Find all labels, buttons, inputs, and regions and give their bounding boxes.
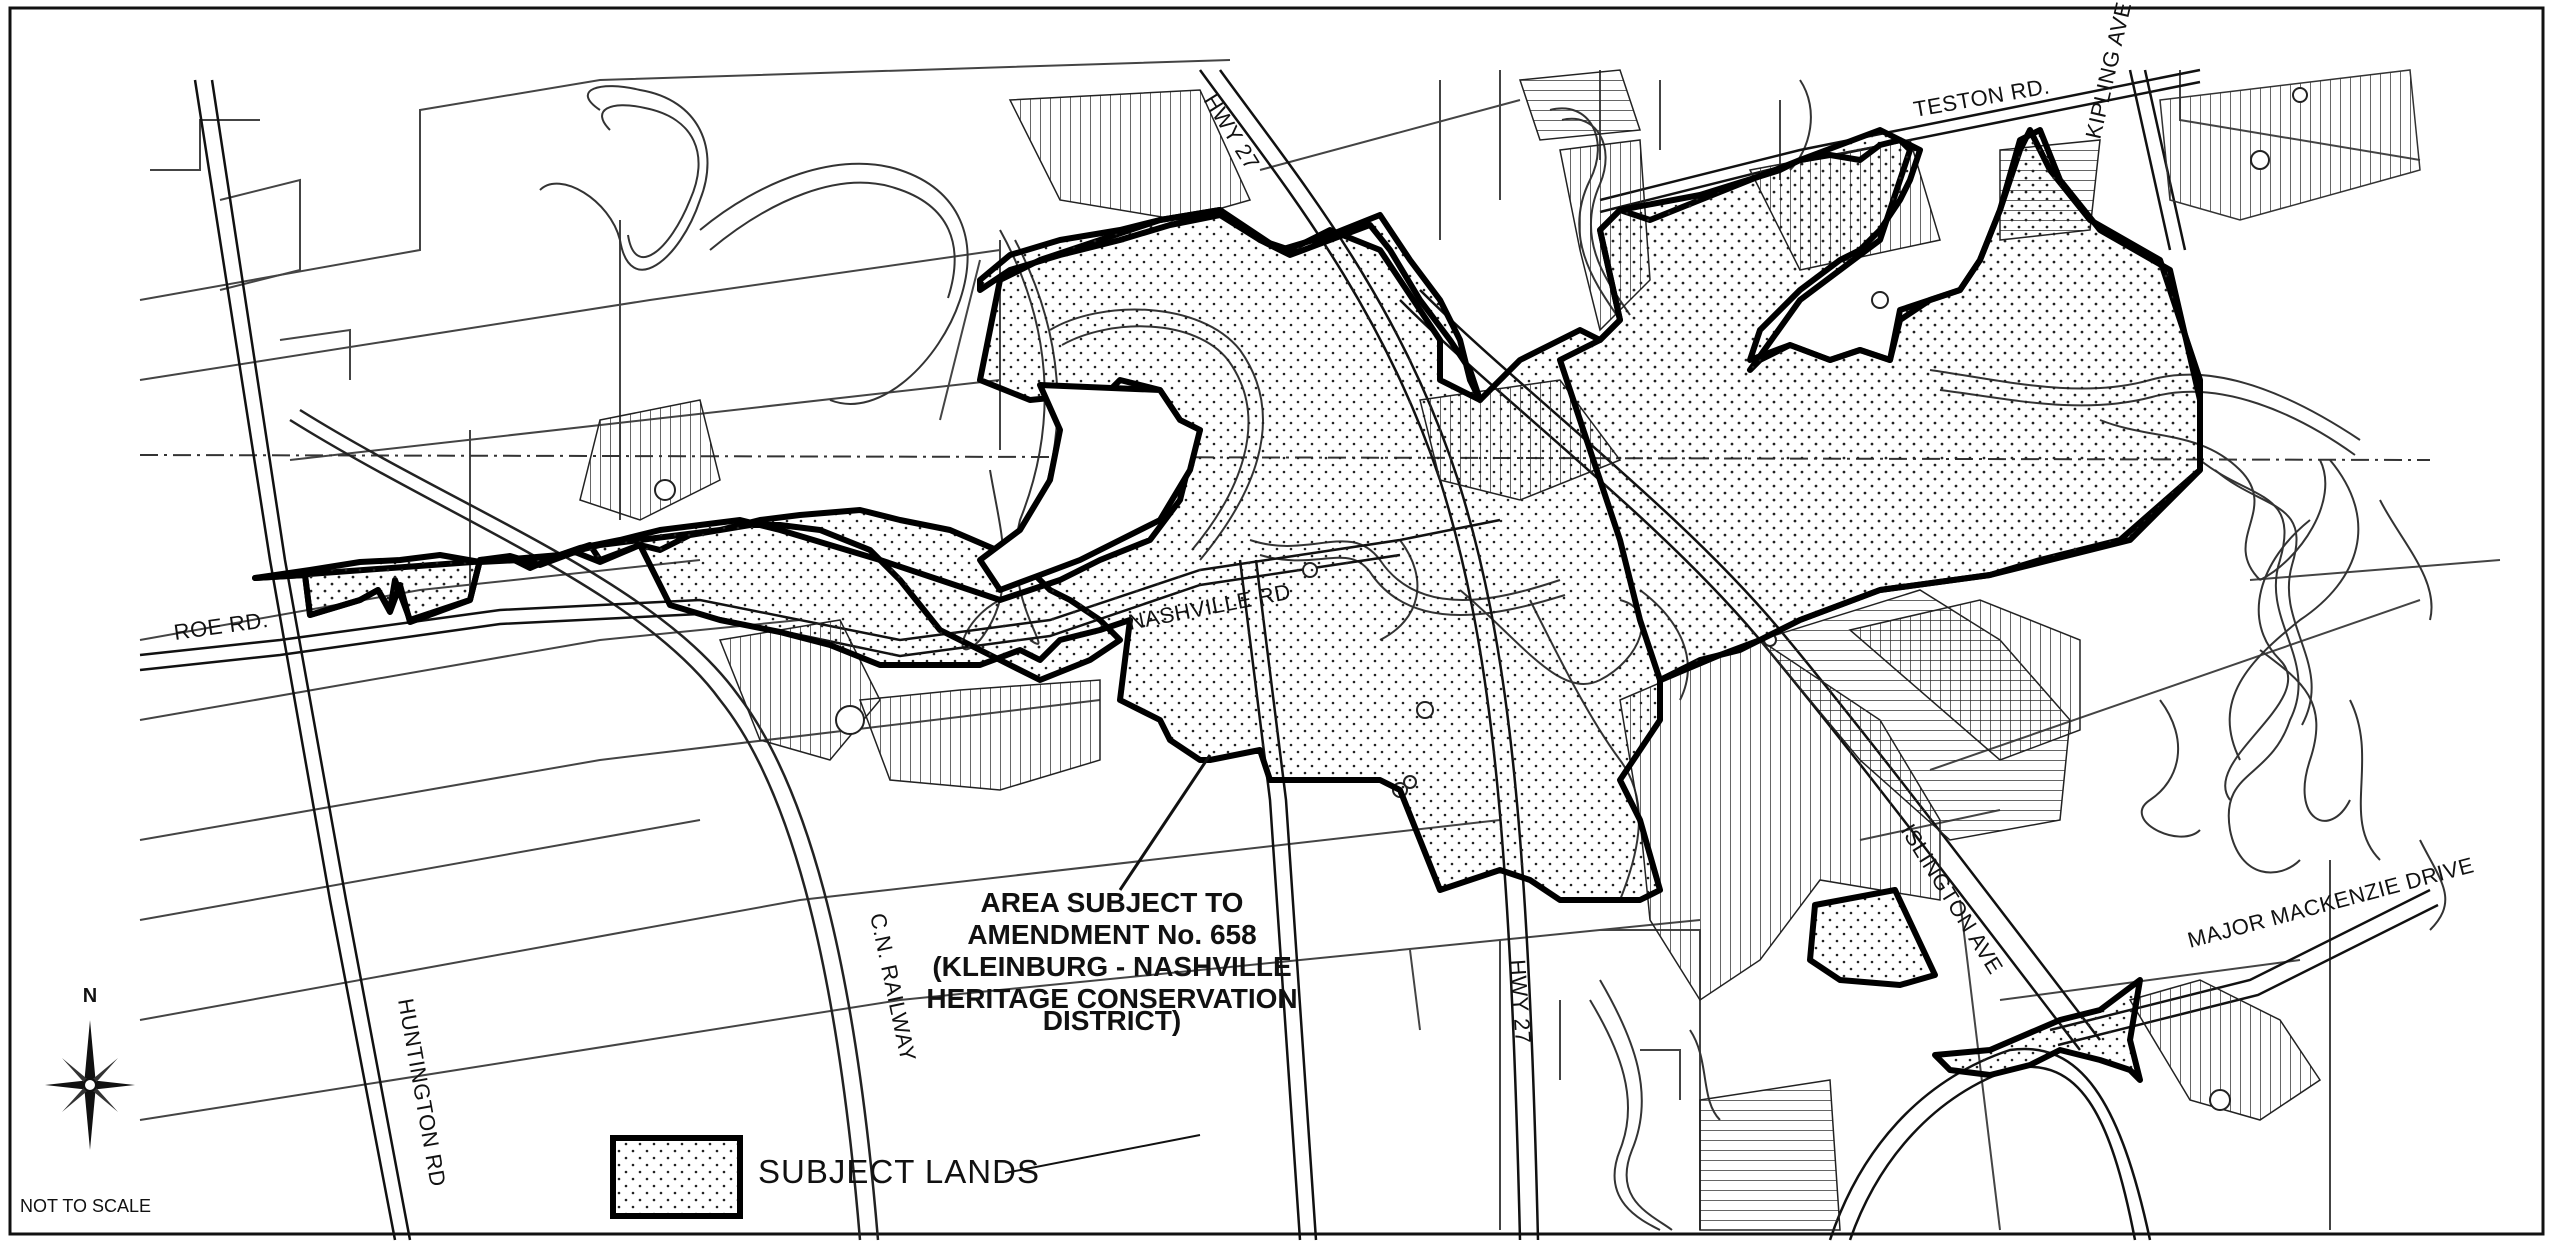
amendment-callout: AREA SUBJECT TO AMENDMENT No. 658 (KLEIN… [926,887,1297,1036]
legend-leader-line [1004,1134,1201,1174]
callout-leader-line [1118,754,1212,891]
north-arrow-letter: N [83,985,97,1007]
callout-line-1: AREA SUBJECT TO [981,887,1244,918]
not-to-scale-note: NOT TO SCALE [20,1196,151,1216]
legend-swatch [610,1135,743,1219]
subject-lands-south-tip[interactable] [1932,977,2143,1083]
map-border [8,6,2545,1236]
callout-line-4: HERITAGE CONSERVATION [926,983,1297,1014]
legend-label: SUBJECT LANDS [758,1153,1040,1190]
cn-railway-tracks [289,408,880,1241]
callout-line-2: AMENDMENT No. 658 [967,919,1256,950]
roe-road-label: ROE RD. [172,607,270,645]
kipling-avenue-label: KIPLING AVE [2081,0,2137,141]
subject-lands-southeast-block[interactable] [1807,887,1938,988]
callout-line-5: DISTRICT) [1043,1005,1181,1036]
cn-railway-label: C.N. RAILWAY [865,911,921,1064]
north-arrow: N [45,985,135,1150]
hwy27-bottom-label: HWY 27 [1505,959,1536,1045]
huntington-road-label: HUNTINGTON RD [393,997,451,1189]
subject-lands-north-lobe[interactable] [977,207,1483,403]
callout-line-3: (KLEINBURG - NASHVILLE [932,951,1291,982]
legend: SUBJECT LANDS [610,1134,1201,1219]
non-subject-pocket [977,382,1203,593]
subject-lands-northeast[interactable] [1557,127,2203,683]
